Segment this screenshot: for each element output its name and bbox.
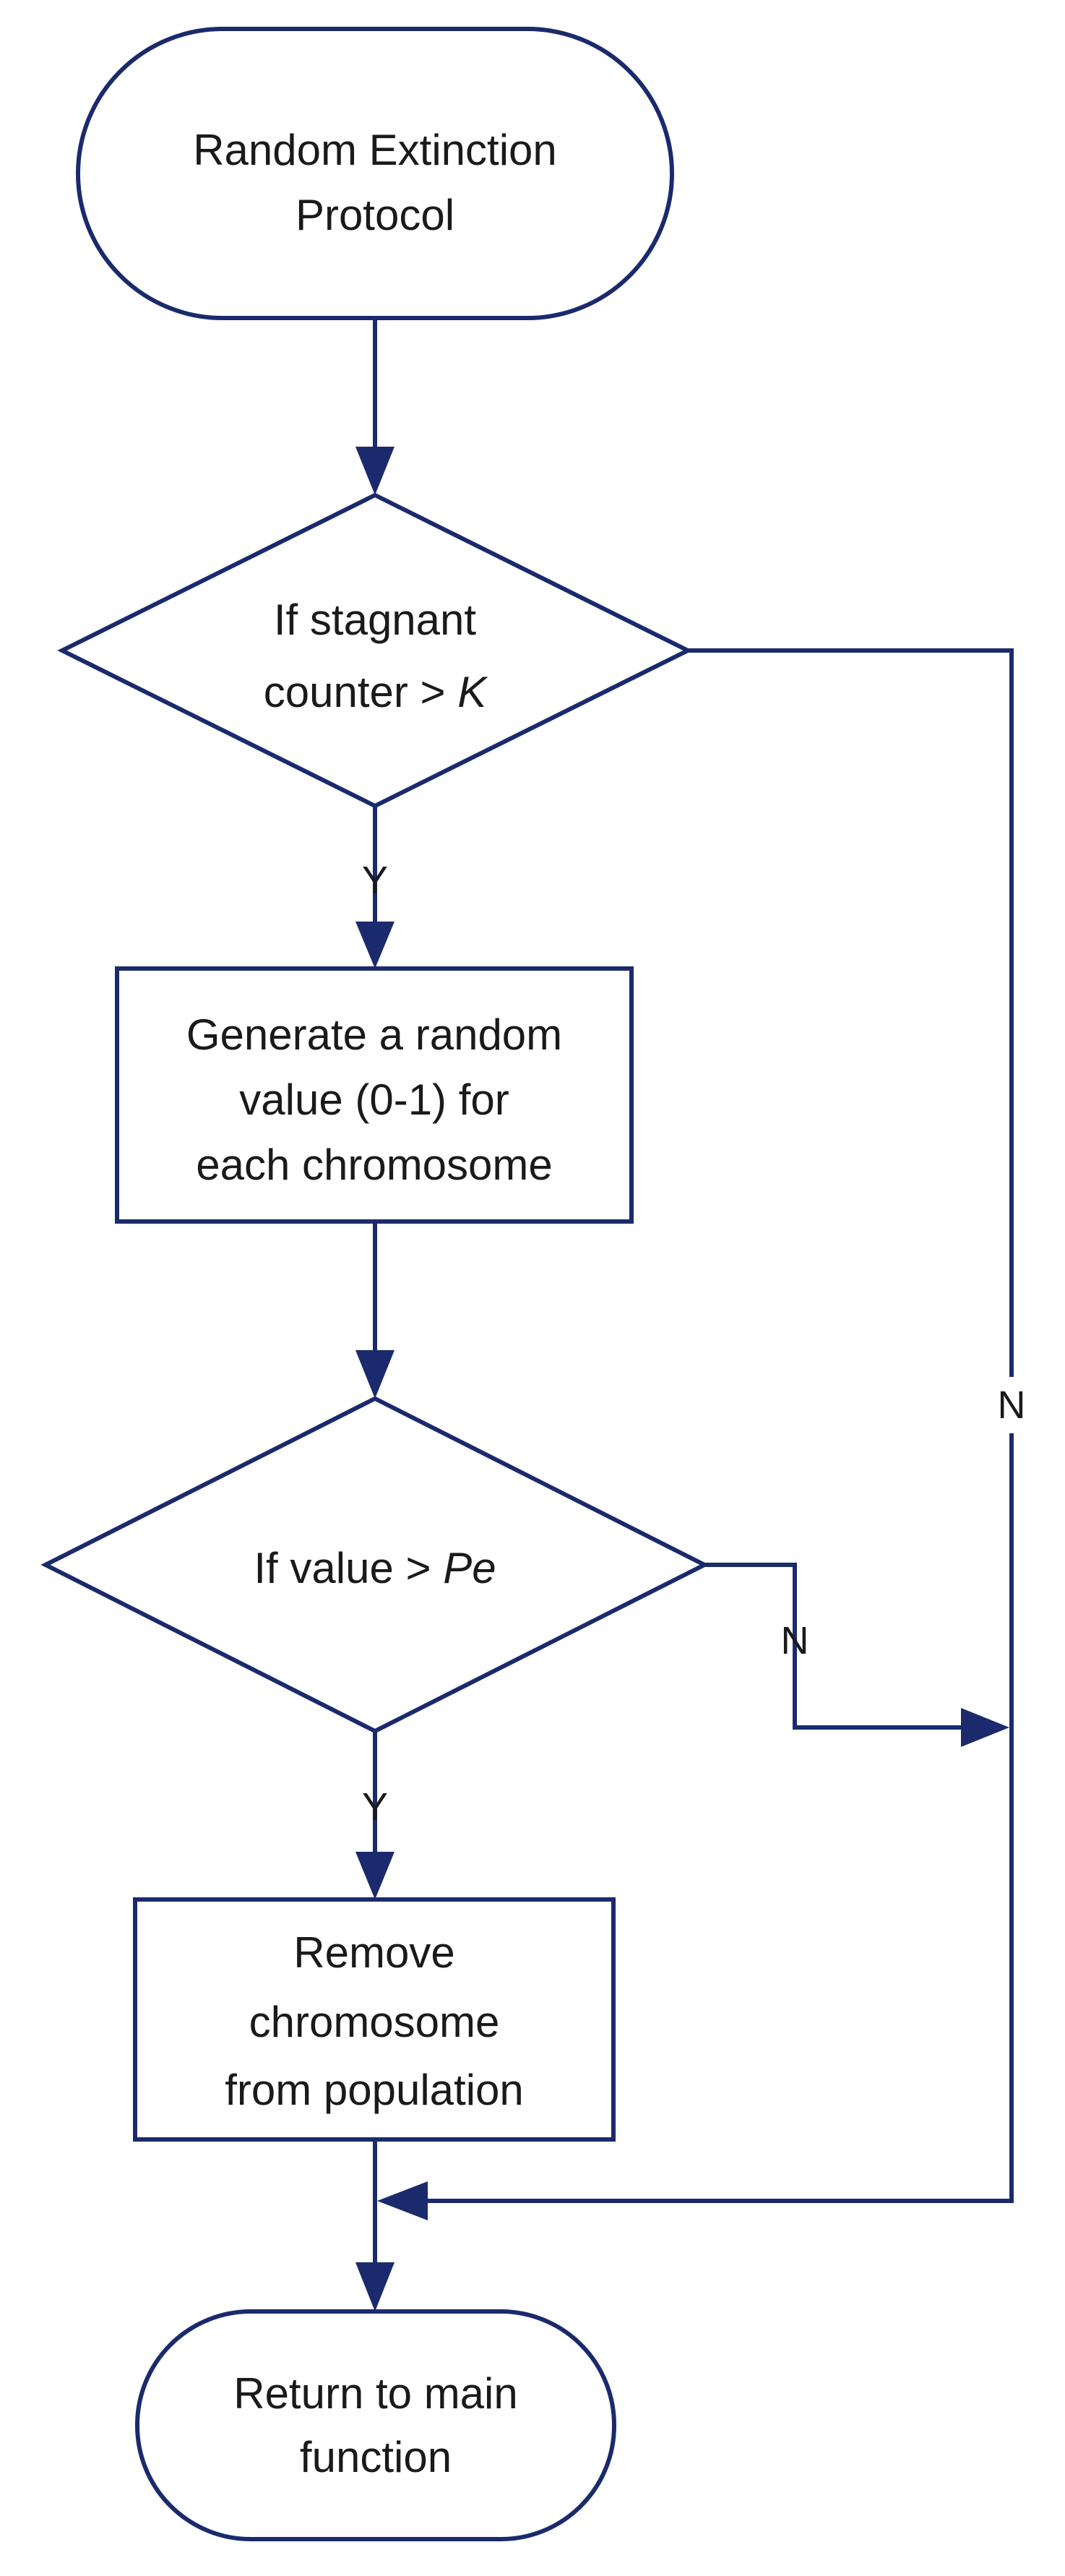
branch-label-no-value: N bbox=[781, 1619, 809, 1662]
process-generate-random: Generate a random value (0-1) for each c… bbox=[115, 966, 634, 1224]
process-remove-chromosome: Remove chromosome from population bbox=[133, 1897, 616, 2142]
arrowhead-icon bbox=[355, 447, 394, 495]
process-generate-line-3: each chromosome bbox=[196, 1141, 553, 1189]
connector-remove-to-end bbox=[355, 2139, 394, 2311]
decision-value-condition-text: If value > bbox=[254, 1544, 443, 1592]
start-node: Random Extinction Protocol bbox=[76, 27, 674, 320]
branch-label-yes-value: Y bbox=[362, 1785, 388, 1829]
connector-decision-value-yes-to-remove bbox=[355, 1731, 394, 1899]
end-terminator-shape bbox=[135, 2309, 616, 2541]
decision-stagnant-condition-text: counter > bbox=[264, 668, 458, 716]
process-remove-line-3: from population bbox=[225, 2066, 524, 2114]
connector-start-to-decision bbox=[355, 318, 394, 495]
connector-decision-yes-to-generate bbox=[355, 806, 394, 969]
connector-decision-value-no bbox=[704, 1563, 1009, 1747]
arrowhead-icon bbox=[355, 922, 394, 969]
start-label-line-1: Random Extinction bbox=[193, 126, 557, 174]
decision-stagnant-counter: If stagnant counter > K bbox=[57, 492, 693, 809]
connector-generate-to-decision-value bbox=[355, 1222, 394, 1399]
decision-stagnant-line-2: counter > K bbox=[264, 668, 489, 716]
start-label-line-2: Protocol bbox=[296, 191, 454, 239]
decision-diamond-shape bbox=[57, 492, 693, 809]
arrowhead-icon bbox=[355, 1852, 394, 1899]
end-label-line-1: Return to main bbox=[233, 2369, 518, 2418]
decision-value-variable: Pe bbox=[443, 1544, 496, 1592]
decision-value-label: If value > Pe bbox=[254, 1544, 496, 1592]
arrowhead-icon bbox=[355, 1350, 394, 1399]
decision-value-threshold: If value > Pe bbox=[40, 1396, 710, 1734]
process-generate-shape bbox=[115, 966, 634, 1224]
process-remove-shape bbox=[133, 1897, 616, 2142]
arrowhead-icon bbox=[355, 2262, 394, 2311]
process-generate-line-1: Generate a random bbox=[186, 1010, 562, 1059]
end-label-line-2: function bbox=[300, 2433, 452, 2481]
connector-line bbox=[704, 1563, 965, 1730]
branch-label-yes-stagnant: Y bbox=[362, 859, 388, 902]
decision-stagnant-variable: K bbox=[457, 668, 488, 716]
process-remove-line-1: Remove bbox=[293, 1928, 454, 1977]
arrowhead-icon bbox=[377, 2181, 428, 2220]
branch-label-no-stagnant: N bbox=[998, 1383, 1026, 1427]
process-generate-line-2: value (0-1) for bbox=[239, 1076, 509, 1124]
arrowhead-icon bbox=[961, 1708, 1009, 1747]
end-node: Return to main function bbox=[135, 2309, 616, 2541]
label-background bbox=[993, 1377, 1030, 1433]
decision-stagnant-line-1: If stagnant bbox=[274, 596, 477, 644]
process-remove-line-2: chromosome bbox=[249, 1998, 500, 2046]
